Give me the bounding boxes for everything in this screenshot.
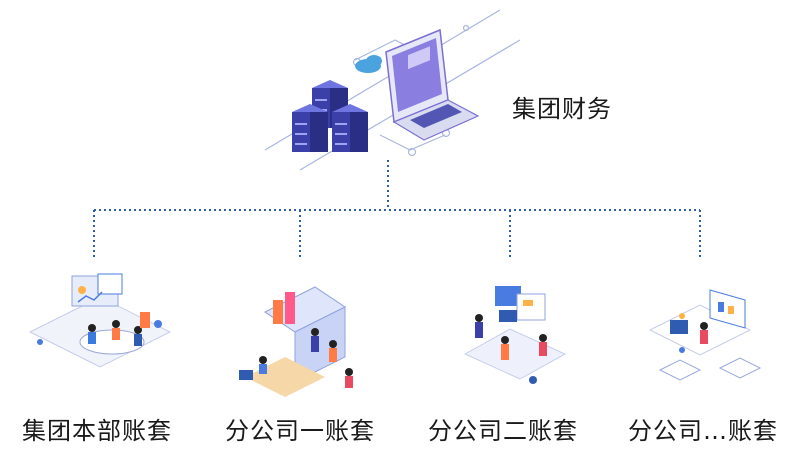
dashboard-team-illustration [463,286,567,384]
child-node-label-1: 分公司一账套 [225,417,375,445]
child-node-label-3: 分公司…账套 [628,417,778,445]
team-laptop-illustration [239,286,353,397]
child-node-label-0: 集团本部账套 [22,417,172,445]
laptop-icon [385,28,480,141]
devices-illustration [648,289,762,381]
child-node-label-2: 分公司二账套 [428,417,578,445]
root-node-label: 集团财务 [512,95,612,123]
cloud-icon [355,55,382,73]
connector-lines [93,160,701,258]
meeting-room-illustration [28,273,172,368]
servers-icon [292,80,368,152]
